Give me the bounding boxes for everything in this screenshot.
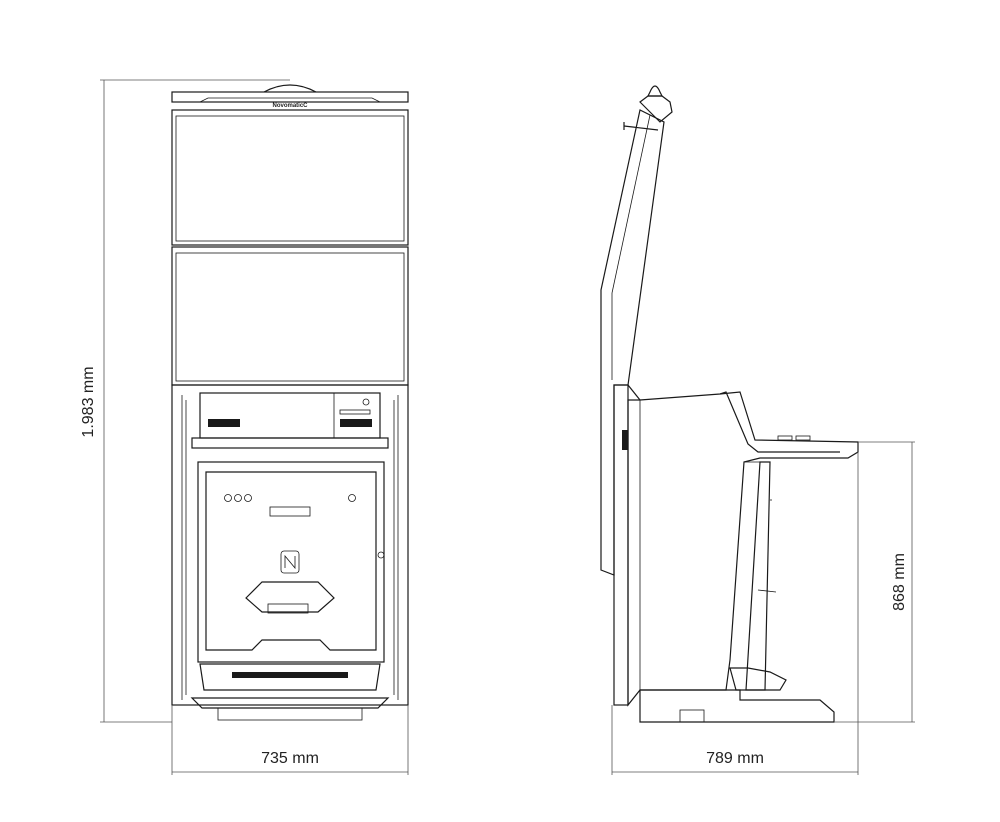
side-door xyxy=(745,461,771,691)
deck-ledge xyxy=(191,437,389,449)
brand-logo: NovomaticC xyxy=(272,103,308,109)
foot-ramp xyxy=(729,667,787,691)
side-depth-label: 789 mm xyxy=(706,750,764,767)
top-cap xyxy=(171,91,409,103)
bill-slot xyxy=(208,419,240,427)
upper-screen-frame xyxy=(171,109,409,246)
main-body xyxy=(627,391,859,707)
topper-finial xyxy=(647,85,663,97)
main-door xyxy=(205,471,377,651)
indicator-light-2 xyxy=(234,494,242,502)
side-dimensions: 868 mm 789 mm xyxy=(611,441,915,775)
door-label-plate xyxy=(269,506,311,517)
ticket-printer-slot xyxy=(340,419,372,427)
side-view xyxy=(600,85,859,723)
front-width-label: 735 mm xyxy=(261,750,319,767)
coin-tray xyxy=(245,581,335,613)
lower-screen xyxy=(175,252,405,382)
height-label: 1.983 mm xyxy=(80,366,97,437)
upper-screen xyxy=(175,115,405,242)
speaker-grille xyxy=(232,672,348,678)
front-view: NovomaticC xyxy=(171,84,409,721)
topper-dome xyxy=(263,84,317,93)
button xyxy=(795,435,811,441)
plinth xyxy=(639,689,835,723)
main-door-frame xyxy=(197,461,385,663)
key-switch xyxy=(348,494,356,502)
front-dimensions: 1.983 mm 735 mm xyxy=(80,79,409,775)
screen-column xyxy=(600,109,665,576)
plinth-foot xyxy=(679,709,705,723)
button-deck xyxy=(199,392,381,439)
n-logo-badge xyxy=(280,550,300,574)
plinth xyxy=(190,697,390,709)
indicator-light-3 xyxy=(244,494,252,502)
plinth-foot xyxy=(217,707,363,721)
door-lock xyxy=(377,551,385,559)
base-grille xyxy=(199,663,381,691)
side-height-label: 868 mm xyxy=(891,553,908,611)
lower-screen-frame xyxy=(171,246,409,386)
indicator-light-1 xyxy=(224,494,232,502)
cabinet-body xyxy=(171,384,409,706)
button xyxy=(777,435,793,441)
